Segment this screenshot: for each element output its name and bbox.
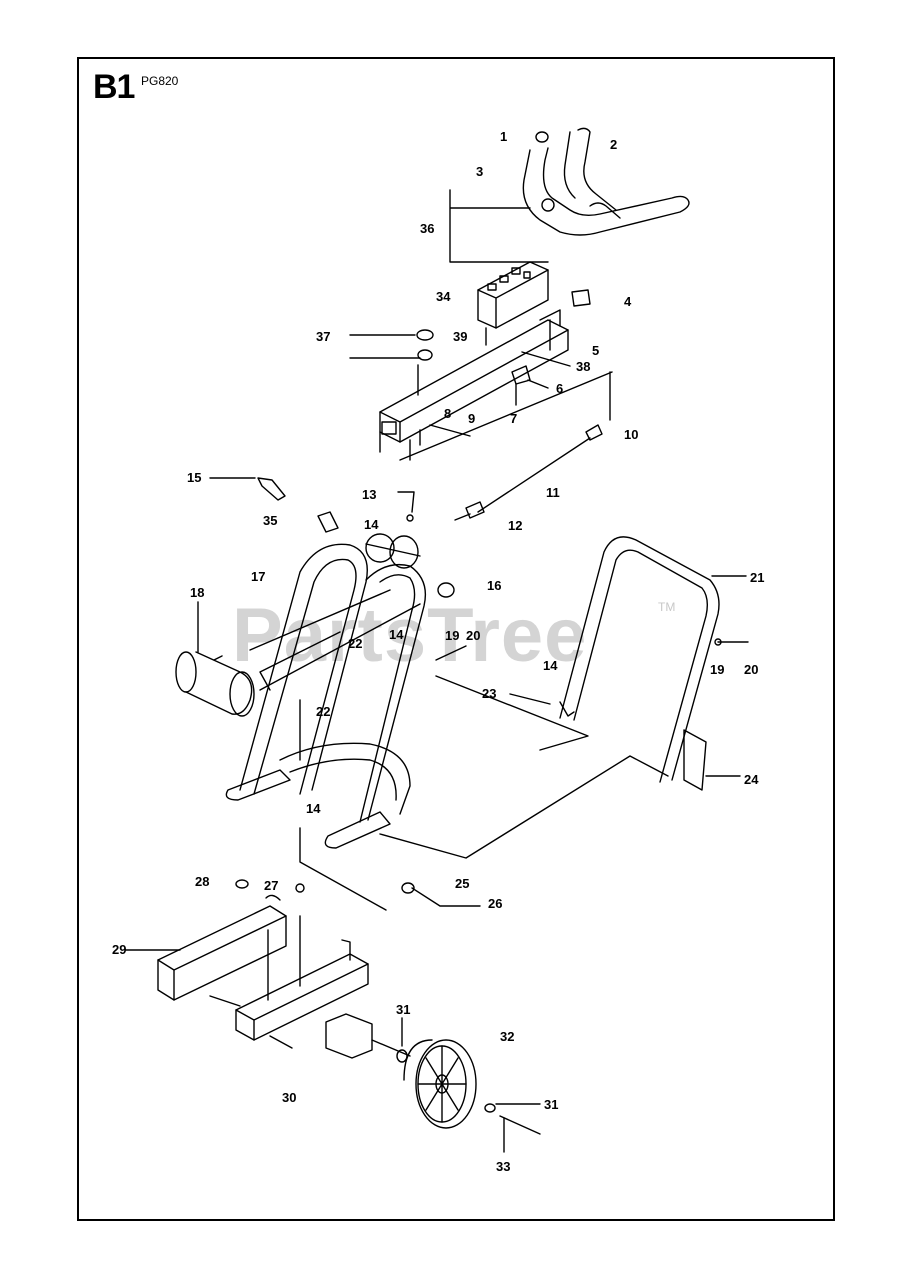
callout-31b: 31 (544, 1097, 559, 1112)
diagram-frame (77, 57, 835, 1221)
callout-25: 25 (455, 876, 470, 891)
bolt-15-part (209, 477, 339, 533)
washer-13 (406, 514, 414, 522)
bracket-36 (449, 189, 549, 263)
main-beam-part (379, 309, 569, 461)
guide-lines-c (379, 755, 669, 859)
plate-line (259, 631, 341, 691)
section-label: B1 (93, 68, 135, 106)
pin-38 (521, 351, 571, 367)
callout-27: 27 (264, 878, 279, 893)
callout-3: 3 (476, 164, 484, 179)
callout-36: 36 (420, 221, 435, 236)
bolt-23 (509, 693, 551, 705)
callout-7: 7 (510, 411, 518, 426)
main-frame-part (225, 543, 427, 849)
callout-37: 37 (316, 329, 331, 344)
cable-11 (477, 437, 591, 513)
washer-25 (401, 882, 415, 894)
hub-part (365, 533, 455, 598)
callout-32: 32 (500, 1029, 515, 1044)
callout-14b: 14 (389, 627, 404, 642)
callout-26: 26 (488, 896, 503, 911)
callout-14d: 14 (306, 801, 321, 816)
guide-lines-b (299, 827, 387, 911)
callout-30: 30 (282, 1090, 297, 1105)
lever-6 (511, 365, 531, 385)
bolt-30 (269, 1035, 293, 1049)
nut-27 (295, 883, 305, 893)
leader-6-7 (515, 379, 549, 406)
callout-24: 24 (744, 772, 759, 787)
leader-13 (397, 491, 415, 513)
control-panel-part (477, 261, 591, 329)
callout-22b: 22 (316, 704, 331, 719)
callout-34: 34 (436, 289, 451, 304)
leader-37 (349, 334, 421, 359)
callout-13: 13 (362, 487, 377, 502)
callout-22a: 22 (348, 636, 363, 651)
callout-31a: 31 (396, 1002, 411, 1017)
callout-38: 38 (576, 359, 591, 374)
callout-6: 6 (556, 381, 564, 396)
callout-4: 4 (624, 294, 632, 309)
callout-10: 10 (624, 427, 639, 442)
bracket-10 (399, 371, 613, 461)
guide-lines-a (299, 675, 589, 761)
callout-14a: 14 (364, 517, 379, 532)
callout-15: 15 (187, 470, 202, 485)
handle-frame-part (559, 536, 747, 783)
callout-12: 12 (508, 518, 523, 533)
callout-20a: 20 (466, 628, 481, 643)
callout-11: 11 (546, 485, 560, 500)
model-label: PG820 (141, 74, 179, 88)
clip-28 (235, 879, 249, 889)
bolt-26 (411, 887, 481, 907)
washer-19 (714, 638, 722, 646)
bracket-24 (683, 729, 707, 791)
cable-end-10 (585, 424, 603, 441)
callout-28: 28 (195, 874, 210, 889)
leader-19-20 (435, 645, 467, 661)
lower-frame-part (125, 894, 369, 1041)
callout-39: 39 (453, 329, 468, 344)
callout-8: 8 (444, 406, 452, 421)
callout-19a: 19 (445, 628, 460, 643)
callout-23: 23 (482, 686, 497, 701)
wheel-part (325, 1013, 477, 1129)
callout-35: 35 (263, 513, 278, 528)
callout-33: 33 (496, 1159, 511, 1174)
washer-31 (484, 1103, 496, 1113)
callout-5: 5 (592, 343, 600, 358)
callout-19b: 19 (710, 662, 725, 677)
callout-14c: 14 (543, 658, 558, 673)
callout-21: 21 (750, 570, 765, 585)
callout-17: 17 (251, 569, 266, 584)
trademark: TM (658, 600, 676, 614)
callout-9: 9 (468, 411, 476, 426)
callout-1: 1 (500, 129, 508, 144)
axle-end (499, 1115, 541, 1135)
rod-9 (429, 424, 471, 437)
clip-37b (417, 349, 433, 361)
callout-18: 18 (190, 585, 205, 600)
callout-29: 29 (112, 942, 127, 957)
handlebar-part (522, 127, 690, 236)
callout-2: 2 (610, 137, 618, 152)
callout-16: 16 (487, 578, 502, 593)
callout-20b: 20 (744, 662, 759, 677)
clip-37 (416, 329, 434, 341)
cylinder-part (175, 601, 255, 717)
cable-tip (454, 513, 471, 521)
